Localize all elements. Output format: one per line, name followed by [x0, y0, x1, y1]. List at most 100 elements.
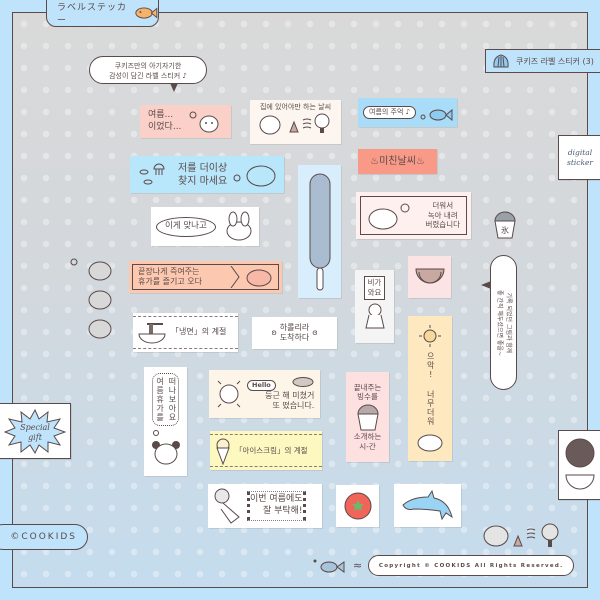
sticker-text: 떠나보아요: [167, 377, 177, 422]
sticker-stay-home-weather[interactable]: 집에 있어야만 하는 날씨: [250, 100, 341, 144]
sticker-is-this-right[interactable]: 이게 맞나고: [151, 207, 259, 246]
hamster-icon: [70, 258, 112, 339]
sticker-text: 소개하는: [353, 432, 382, 441]
watermelon-icon: [565, 438, 595, 490]
sticker-ice-cream-season[interactable]: 「아이스크림」의 계절: [210, 431, 322, 470]
sticker-text: 여름...: [148, 109, 174, 120]
sticker-text: 이번 여름에도: [250, 494, 303, 505]
sticker-text: 으악! 너무더워: [426, 352, 436, 426]
sticker-text: 비가: [367, 278, 382, 287]
sticker-watermelon-slice[interactable]: [408, 256, 451, 298]
sparkle-cat-icon: [230, 266, 272, 288]
hamster-icon: [189, 111, 219, 132]
sticker-cold-noodle-season[interactable]: 「냉면」의 계절: [133, 313, 238, 352]
sticker-text: 잘 부탁해!: [262, 506, 303, 516]
fish-icon: [420, 108, 453, 121]
sticker-text: 휴가를 즐기고 오다: [138, 277, 202, 286]
title-text: ラベルステッカー: [57, 2, 128, 26]
frog-icon: [233, 165, 276, 186]
cat-icon: [417, 434, 443, 452]
shell-icon: [493, 54, 509, 68]
shaved-ice-icon: [356, 404, 379, 431]
hamster-fan-decoration: [482, 520, 566, 554]
set-label: 쿠키즈 라벨 스티커 (3): [485, 49, 600, 73]
noodle-bowl-icon: [138, 322, 166, 343]
sticker-text: 더워서: [432, 200, 454, 210]
copyright-text: Copyright © COOKIDS All Rights Reserved.: [368, 555, 575, 576]
hamster-fan-icon: [259, 113, 329, 135]
set-label-text: 쿠키즈 라벨 스티커 (3): [516, 56, 594, 66]
brand-label: ©COOKIDS: [0, 524, 88, 550]
sticker-popsicle[interactable]: [298, 165, 341, 298]
sticker-text: 시-간: [359, 441, 376, 451]
sticker-text: 둥근 해 미쳤거: [265, 390, 315, 400]
badge-text: digital: [567, 147, 593, 157]
wing-icon: ʚ: [271, 327, 277, 337]
sticker-summer-was[interactable]: 여름...이었다...: [140, 105, 231, 138]
sticker-crazy-weather[interactable]: ♨미친날씨♨: [358, 149, 437, 174]
jellyfish-fish-icon: [139, 163, 165, 184]
cloud-icon: [292, 377, 314, 388]
melting-bear-sun-icon: [368, 203, 410, 229]
sticker-text: 저를 더이상: [178, 162, 228, 174]
sticker-too-hot[interactable]: 으악! 너무더워: [408, 316, 452, 461]
sticker-text: 찾지 마세요: [178, 175, 228, 187]
brand-text: ©COOKIDS: [10, 532, 77, 542]
sticker-go-vacation[interactable]: 여름휴가를 떠나보아요: [144, 367, 187, 476]
rabbit-icon: [226, 211, 252, 240]
fish-icon: [135, 6, 158, 19]
sticker-watermelon[interactable]: [558, 430, 600, 500]
fish-icon: [313, 559, 345, 573]
watermelon-icon: [414, 268, 445, 284]
popsicle-icon: [309, 173, 330, 290]
wing-icon: ɞ: [312, 327, 318, 337]
wind-chime-icon: [214, 488, 240, 524]
sticker-text: 하롤리라: [279, 322, 310, 332]
dolphin-icon: [401, 489, 453, 520]
sticker-text: 「아이스크림」의 계절: [235, 445, 308, 455]
smiling-sun-icon: [217, 380, 241, 408]
panda-icon: [151, 430, 180, 465]
sticker-text: 이었다...: [148, 121, 182, 132]
tomato-icon: [344, 492, 371, 520]
sticker-tomato[interactable]: [336, 485, 379, 527]
sticker-text: 버렸습니다: [425, 220, 461, 230]
shaved-ice-icon: 氷: [490, 207, 520, 240]
badge-text: Special: [20, 423, 50, 432]
sticker-text: 또 떴습니다.: [272, 401, 315, 411]
teru-teru-bozu-icon: [364, 303, 385, 328]
ice-char: 氷: [501, 225, 509, 235]
sun-icon: [419, 325, 441, 347]
special-gift-badge: Special gift: [0, 403, 71, 459]
hamster-fan-icon: [483, 523, 559, 547]
bubble-line: 기록 되었던 그림과 함께: [504, 292, 512, 353]
sticker-text: 미친날씨: [379, 156, 416, 167]
hot-spring-icon: ♨: [415, 156, 425, 167]
sticker-text: 「냉면」의 계절: [171, 327, 227, 337]
sticker-text: 집에 있어야만 하는 날씨: [259, 103, 332, 111]
sticker-text: 도착하다: [279, 333, 310, 342]
hello-bubble: Hello: [247, 379, 276, 391]
hamster-column: [70, 258, 114, 346]
sticker-text: 여름의 주억 ♪: [363, 106, 417, 119]
badge-text: sticker: [566, 157, 594, 167]
sticker-dolphin[interactable]: [394, 484, 461, 527]
sticker-text: 끝장나게 즉여주는: [138, 266, 200, 276]
title-tab: ラベルステッカー: [46, 0, 159, 27]
footer: ≈ Copyright © COOKIDS All Rights Reserve…: [313, 555, 575, 576]
wave-symbol: ≈: [353, 559, 363, 572]
badge-text: gift: [28, 433, 43, 442]
sticker-text: 이게 맞나고: [156, 216, 216, 237]
sticker-summer-memory[interactable]: 여름의 주억 ♪: [358, 98, 457, 127]
intro-speech-bubble: 쿠키즈만의 아기자기한 감성이 담긴 라벨 스티커 ♪: [89, 56, 207, 92]
ice-cream-cone-icon: [216, 438, 230, 465]
